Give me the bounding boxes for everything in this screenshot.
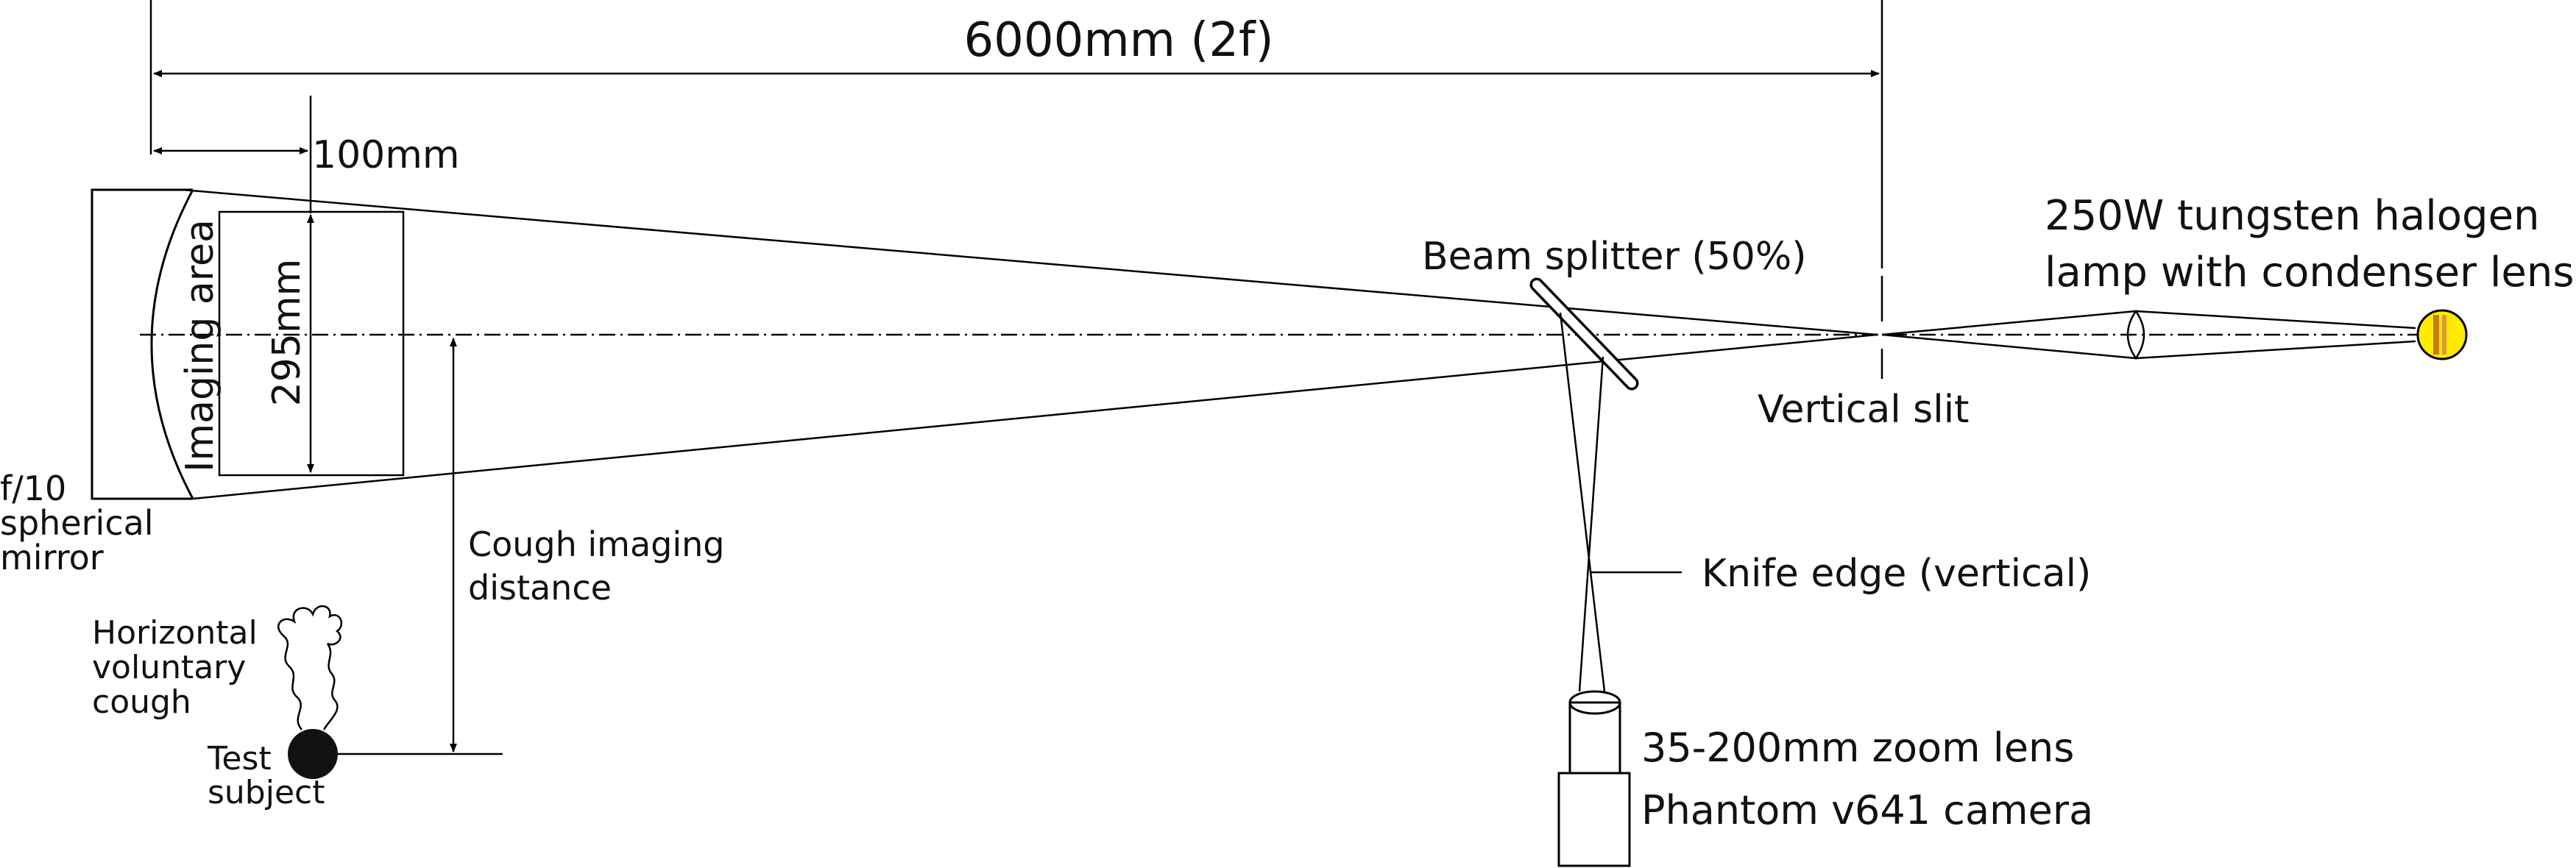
imaging-area: Imaging area 295mm: [178, 210, 405, 477]
dimension-6000mm-label: 6000mm (2f): [963, 13, 1273, 68]
dimension-100mm-label: 100mm: [312, 133, 460, 177]
test-subject-head: [288, 729, 338, 779]
dimension-100mm: 100mm: [153, 96, 460, 213]
beam-splitter-label: Beam splitter (50%): [1422, 235, 1807, 279]
beam-upper-ray: [182, 188, 1878, 336]
beam-splitter: Beam splitter (50%): [1422, 235, 1807, 391]
vertical-slit-label: Vertical slit: [1758, 388, 1970, 432]
camera-assembly: 35-200mm zoom lens Phantom v641 camera: [1557, 690, 2093, 867]
vertical-slit: Vertical slit: [1758, 276, 1970, 432]
condenser-lens: [2126, 309, 2145, 360]
cough-imaging-distance: Cough imaging distance: [450, 338, 735, 753]
knife-edge: Knife edge (vertical): [1591, 552, 2091, 596]
spherical-mirror: [91, 188, 194, 500]
dimension-6000mm: 6000mm (2f): [149, 0, 1883, 268]
lamp-label: 250W tungsten halogen lamp with condense…: [2045, 192, 2575, 296]
lamp-icon: [2416, 309, 2468, 360]
dimension-295mm-label: 295mm: [265, 259, 309, 407]
beam-lower-ray: [192, 333, 1878, 500]
zoom-lens-label: 35-200mm zoom lens: [1641, 725, 2074, 771]
lamp-assembly: 250W tungsten halogen lamp with condense…: [1881, 192, 2575, 360]
reflected-beam: [1559, 312, 1606, 692]
knife-edge-label: Knife edge (vertical): [1702, 552, 2091, 596]
zoom-lens: [1568, 690, 1621, 775]
imaging-area-label: Imaging area: [178, 219, 222, 472]
camera-label: Phantom v641 camera: [1641, 787, 2093, 833]
cough-distance-label: Cough imaging distance: [468, 524, 735, 608]
mirror-label: f/10 spherical mirror: [0, 469, 164, 577]
test-subject-label: Test subject: [207, 740, 325, 811]
test-subject: Horizontal voluntary cough Test subject: [92, 605, 503, 811]
camera-body: [1557, 772, 1631, 867]
cough-label: Horizontal voluntary cough: [92, 614, 268, 721]
cough-plume: [277, 605, 343, 730]
